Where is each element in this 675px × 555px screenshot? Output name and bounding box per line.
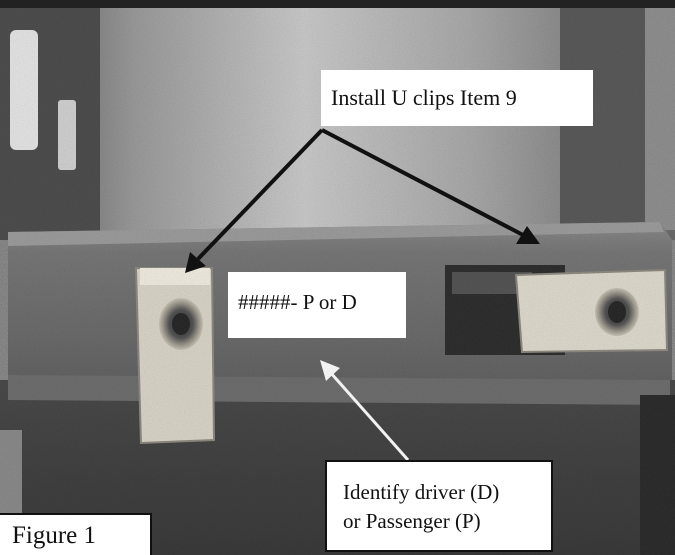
part-marking-callout: #####- P or D [228, 272, 406, 338]
install-arrows [185, 128, 540, 273]
identify-side-callout: Identify driver (D) or Passenger (P) [325, 460, 553, 552]
figure-label: Figure 1 [0, 513, 152, 555]
install-clips-callout: Install U clips Item 9 [321, 70, 593, 126]
identify-arrow [320, 360, 410, 461]
identify-line-2: or Passenger (P) [343, 509, 481, 533]
identify-line-1: Identify driver (D) [343, 480, 500, 504]
